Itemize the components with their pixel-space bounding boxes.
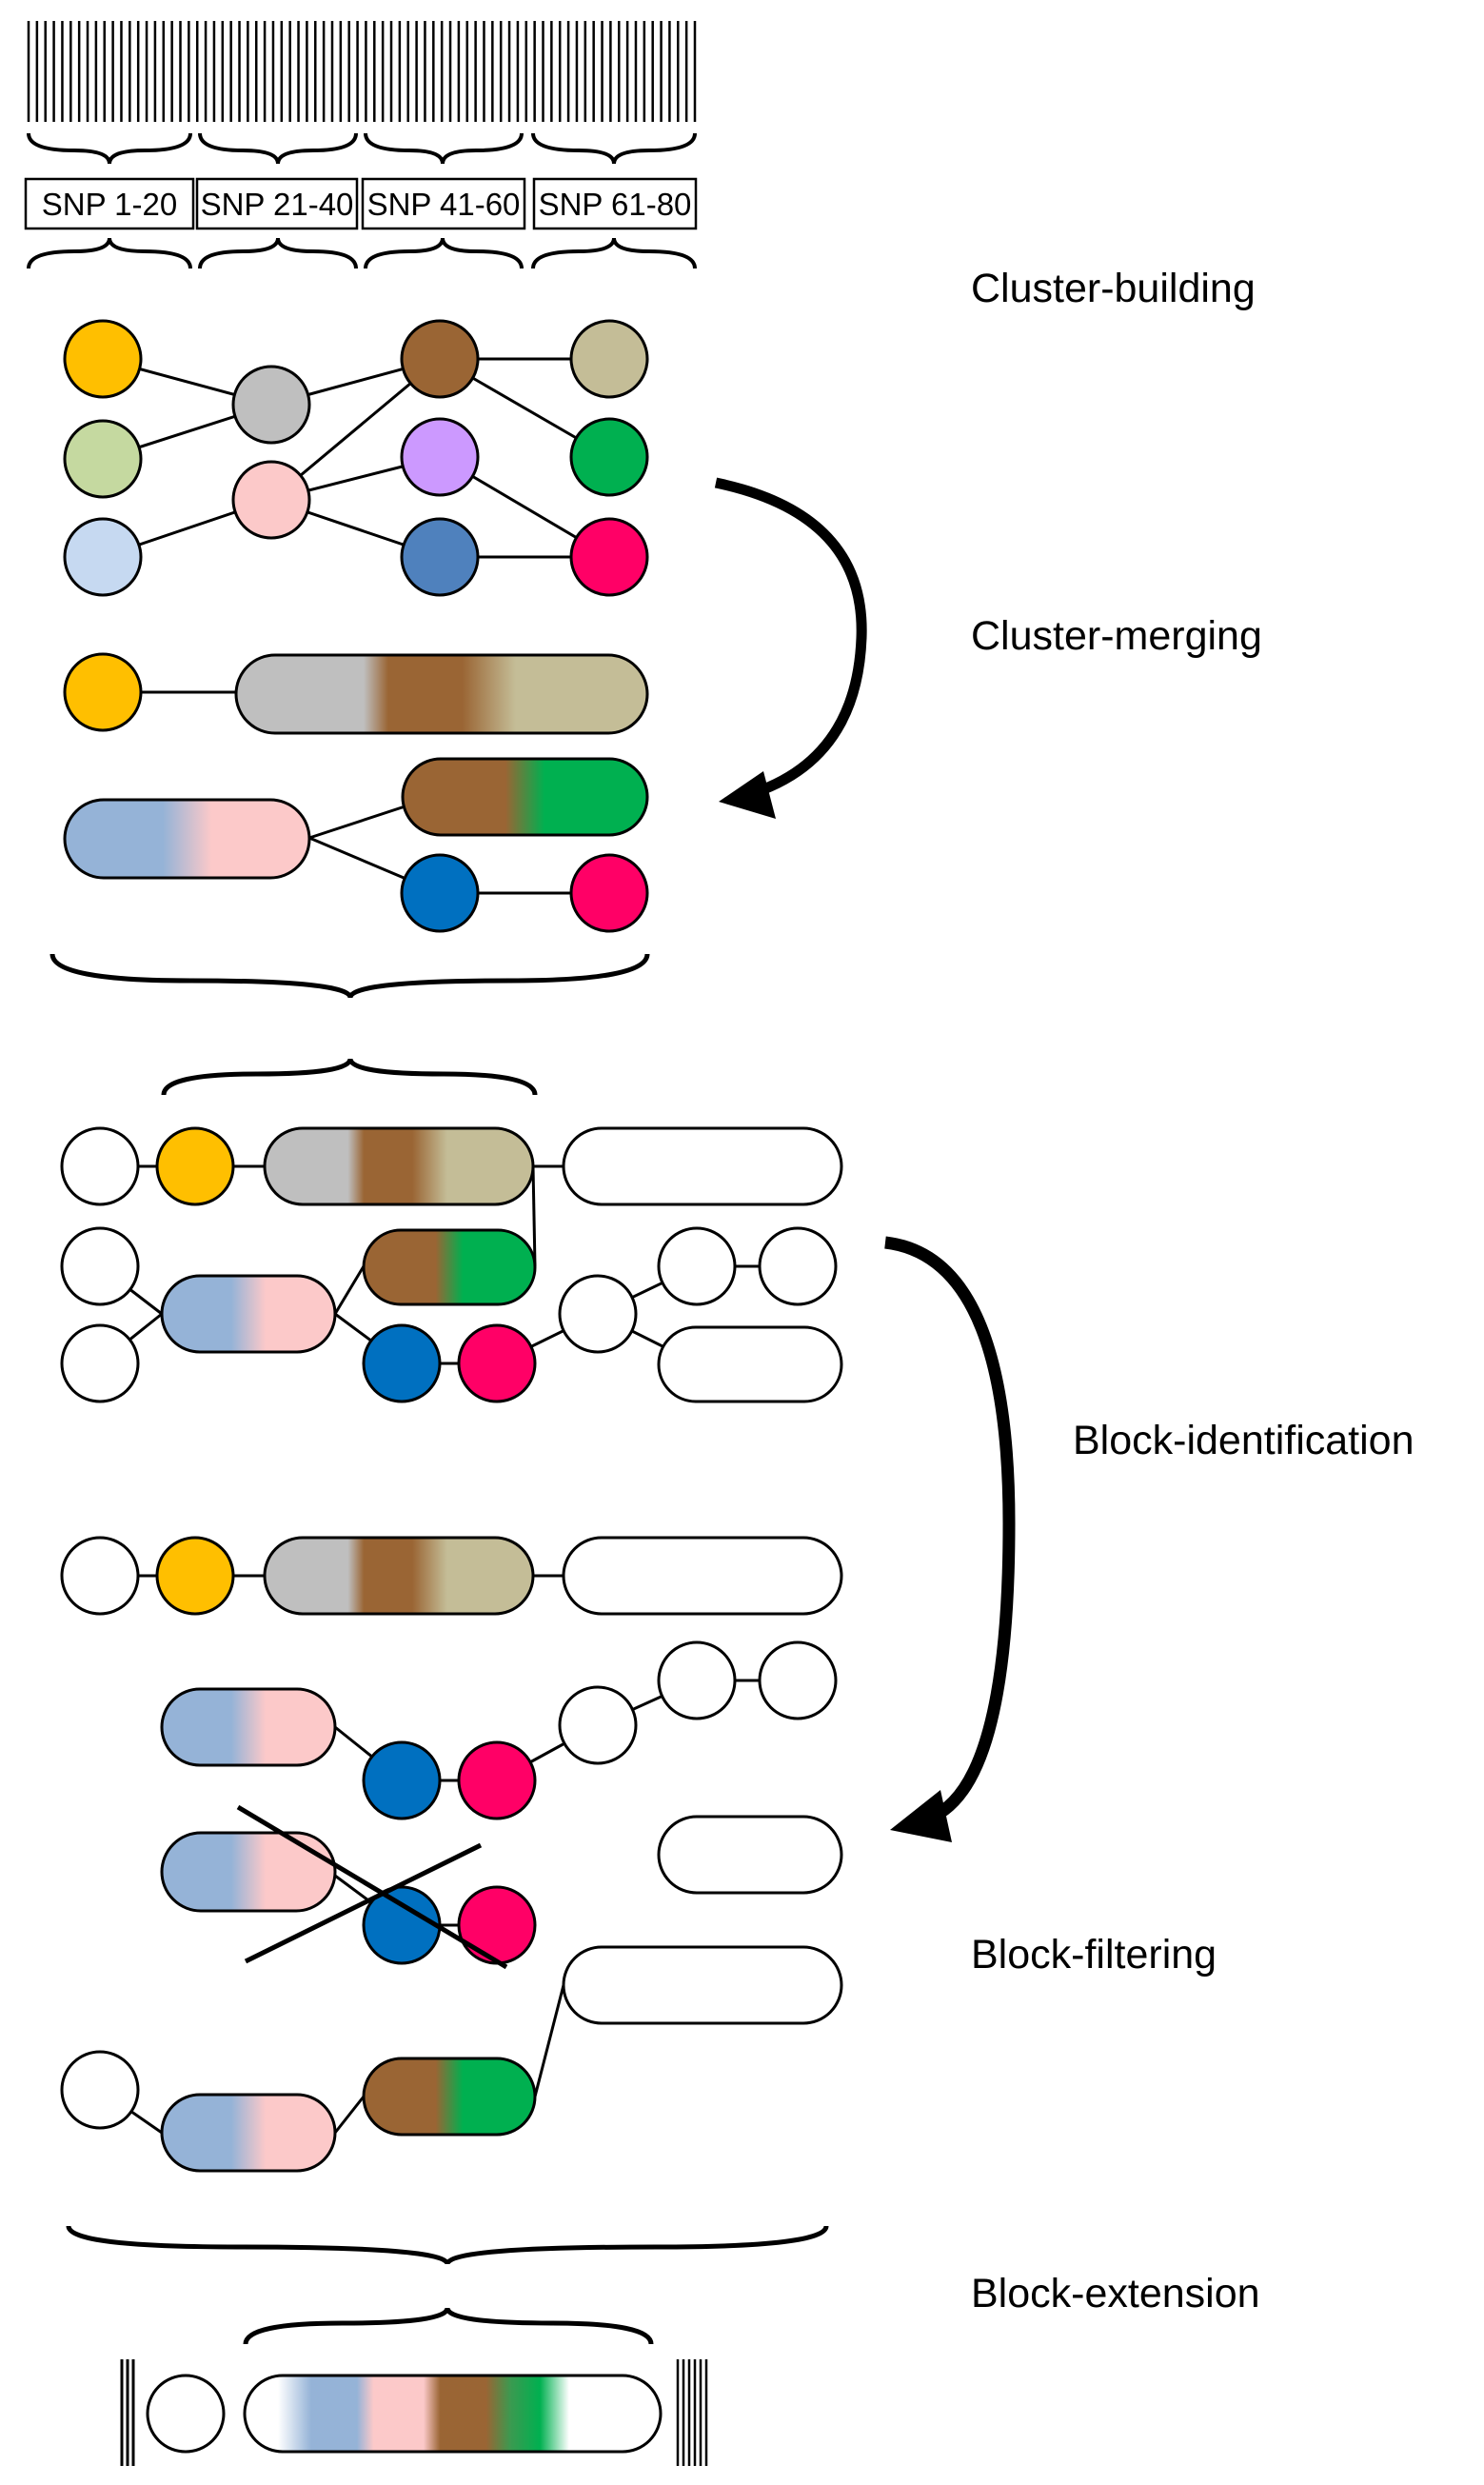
cluster-node <box>155 1126 235 1206</box>
cluster-node <box>60 1226 140 1306</box>
snp-window-2-label: SNP 21-40 <box>201 187 354 222</box>
step-label-cluster-building: Cluster-building <box>971 266 1256 311</box>
step-label-block-extension: Block-extension <box>971 2271 1260 2316</box>
cluster-node <box>569 319 649 399</box>
merged-cluster <box>657 1325 843 1403</box>
left-flank-snps <box>120 2359 135 2466</box>
merge-arrow <box>714 477 867 819</box>
snp-window-braces-top <box>27 132 697 165</box>
step-label-block-identification: Block-identification <box>1073 1418 1415 1463</box>
merged-cluster <box>362 1228 537 1306</box>
merged-cluster <box>160 1274 337 1354</box>
block-arrow <box>884 1236 1016 1842</box>
cluster-node <box>569 853 649 933</box>
identified-blocks <box>60 1536 843 2173</box>
merged-cluster <box>362 2057 537 2137</box>
cluster-node <box>558 1685 638 1765</box>
filtered-block <box>160 1804 537 1970</box>
cluster-node <box>60 1323 140 1403</box>
extension-brace-large <box>66 2225 829 2265</box>
cluster-node <box>231 365 311 445</box>
cluster-node <box>657 1226 737 1306</box>
cluster-node <box>569 517 649 597</box>
cluster-node <box>400 517 480 597</box>
merged-cluster <box>234 653 649 735</box>
merged-cluster <box>562 1536 843 1616</box>
cluster-node <box>155 1536 235 1616</box>
cluster-node <box>362 1323 442 1403</box>
extended-haplotype-block <box>243 2374 663 2454</box>
snp-window-1: SNP 1-20 <box>24 177 195 230</box>
window-brace-small <box>161 1058 538 1096</box>
step-label-cluster-merging: Cluster-merging <box>971 613 1262 659</box>
snp-window-braces-bottom <box>27 237 697 269</box>
cluster-node <box>400 853 480 933</box>
cluster-node <box>400 319 480 399</box>
merged-cluster <box>263 1126 535 1206</box>
window-brace-large <box>49 953 650 999</box>
cluster-node <box>457 1885 537 1965</box>
merged-cluster <box>263 1536 535 1616</box>
snp-window-3-label: SNP 41-60 <box>367 187 521 222</box>
cluster-merging-network <box>63 652 649 933</box>
merged-cluster <box>401 757 649 837</box>
merged-cluster <box>63 798 311 880</box>
cluster-node <box>63 652 143 732</box>
step-label-block-filtering: Block-filtering <box>971 1932 1217 1978</box>
snp-window-3: SNP 41-60 <box>361 177 526 230</box>
extension-brace-small <box>243 2307 654 2345</box>
merged-cluster <box>160 1831 337 1913</box>
step-labels: Cluster-building Cluster-merging Block-i… <box>971 266 1415 2316</box>
snp-window-1-label: SNP 1-20 <box>42 187 177 222</box>
merged-cluster <box>160 2093 337 2173</box>
snp-barcode <box>27 21 697 122</box>
merged-cluster <box>562 1126 843 1206</box>
cluster-node <box>146 2374 226 2454</box>
cluster-node <box>60 1126 140 1206</box>
cluster-node <box>231 460 311 540</box>
merged-cluster <box>657 1815 843 1895</box>
block-identification-network <box>60 1126 843 1403</box>
cluster-node <box>558 1274 638 1354</box>
extended-block <box>120 2359 708 2466</box>
merged-cluster <box>562 1945 843 2025</box>
cluster-node <box>63 419 143 499</box>
cluster-node <box>758 1226 838 1306</box>
cluster-building-edges <box>102 357 610 559</box>
cross-out-mark <box>236 1804 508 1970</box>
cluster-node <box>362 1740 442 1820</box>
cluster-building-network <box>63 319 649 597</box>
cluster-node <box>63 319 143 399</box>
cluster-node <box>63 517 143 597</box>
cluster-node <box>657 1640 737 1720</box>
cluster-node <box>758 1640 838 1720</box>
merged-cluster <box>160 1687 337 1767</box>
cluster-node <box>457 1323 537 1403</box>
right-flank-snps <box>676 2359 708 2466</box>
cluster-node <box>60 2050 140 2130</box>
cluster-node <box>457 1740 537 1820</box>
snp-window-4-label: SNP 61-80 <box>539 187 692 222</box>
snp-window-boxes: SNP 1-20 SNP 21-40 SNP 41-60 SNP 61-80 <box>24 177 698 230</box>
cluster-node <box>60 1536 140 1616</box>
block <box>60 1945 843 2173</box>
cluster-node <box>400 417 480 497</box>
cluster-node <box>569 417 649 497</box>
snp-window-2: SNP 21-40 <box>195 177 359 230</box>
snp-window-4: SNP 61-80 <box>532 177 698 230</box>
